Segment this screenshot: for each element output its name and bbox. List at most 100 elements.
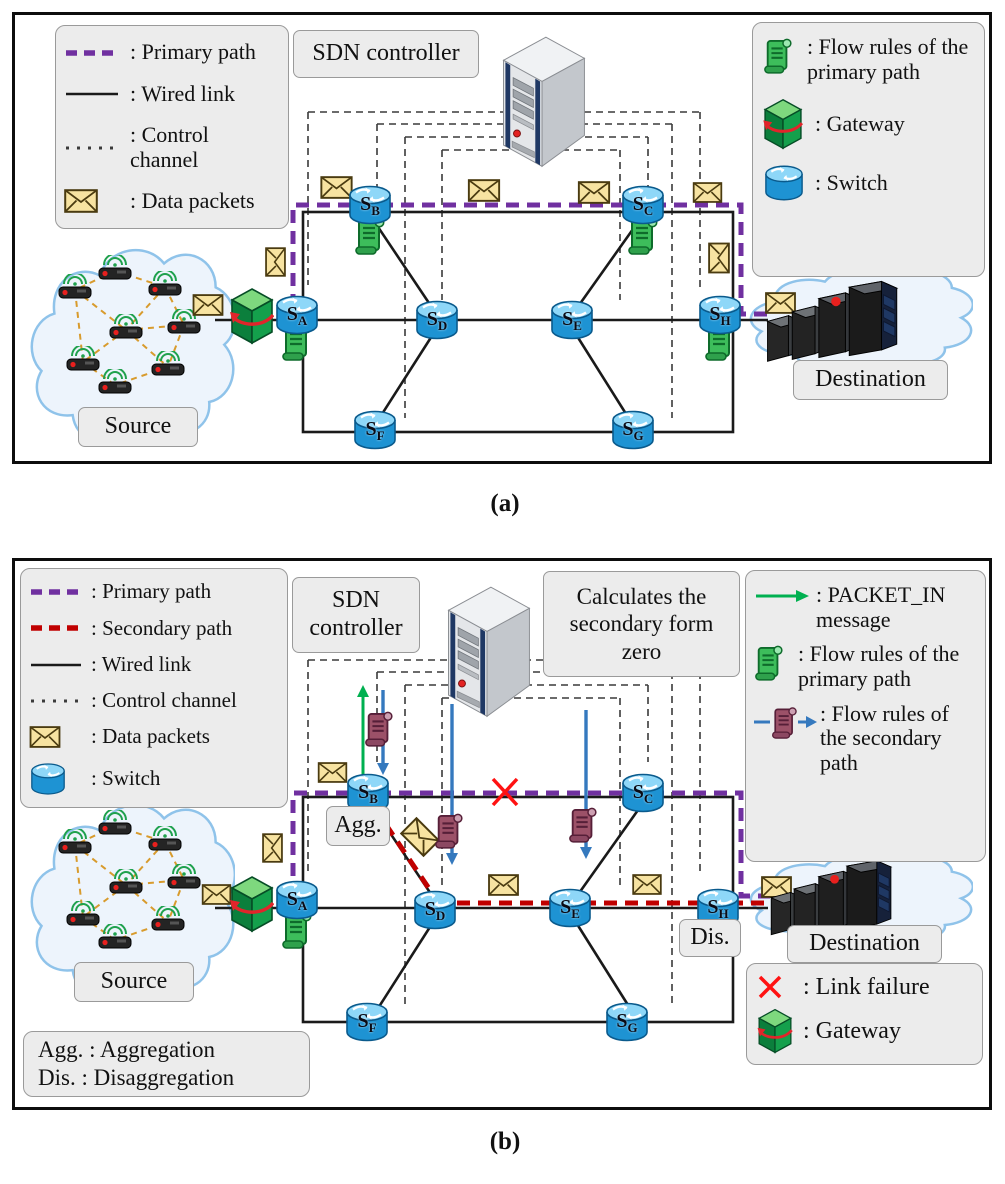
legend-label: : Wired link <box>91 651 192 676</box>
data-packet-icon <box>64 189 130 214</box>
switch-icon <box>29 762 91 796</box>
primary-path <box>290 202 770 317</box>
legend-item-wired-link: : Wired link <box>64 80 280 107</box>
switch-label-SB: SB <box>360 192 380 218</box>
legend-label: : Gateway <box>815 110 905 136</box>
primary-path-swatch <box>64 48 130 58</box>
switch-label-SC: SC <box>632 780 654 806</box>
legend-label: : Flow rules of the primary path <box>807 34 969 84</box>
legend-label: : Switch <box>815 169 888 195</box>
sdn-controller-label: SDN controller <box>293 30 479 78</box>
legend-label: : Flow rules of the primary path <box>798 641 960 691</box>
wired-link-swatch <box>64 89 130 99</box>
link-failure-x <box>491 777 519 807</box>
legend-item-secondary-path: : Secondary path <box>29 615 279 641</box>
legend-item-primary-flow-rules: : Flow rules of the primary path <box>763 34 974 84</box>
legend-label: : Gateway <box>803 1017 901 1044</box>
secondary-calculation-note: Calculates the secondary form zero <box>543 571 740 677</box>
legend-a-right: : Flow rules of the primary path : Gatew… <box>752 22 985 277</box>
control-channel-swatch <box>64 143 130 153</box>
panel-b-border <box>12 558 992 1110</box>
secondary-flow-rule-icon <box>754 702 820 742</box>
legend-label: : Primary path <box>130 39 256 65</box>
switch-icon <box>763 164 815 202</box>
annotation-text: Calculates the secondary form zero <box>569 583 714 664</box>
gateway-icon <box>757 1008 803 1055</box>
switch-label-SA: SA <box>286 887 308 913</box>
panel-a-border <box>12 12 992 464</box>
source-label: Source <box>74 962 194 1002</box>
panel-b-art <box>30 586 973 1042</box>
legend-label: : Control channel <box>130 122 209 172</box>
link-failure-icon <box>757 974 803 1000</box>
vehicle-mesh-links <box>74 270 185 386</box>
legend-item-wired-link: : Wired link <box>29 651 279 677</box>
legend-item-gateway: : Gateway <box>757 1008 972 1055</box>
legend-label: : Wired link <box>130 80 236 106</box>
switch-label-SG: SG <box>616 1009 638 1035</box>
aggregation-tag: Agg. <box>326 806 390 846</box>
legend-item-switch: : Switch <box>763 164 974 202</box>
switch-label-SF: SF <box>365 417 385 443</box>
sdn-controller-text-line2: controller <box>309 615 403 641</box>
sdn-controller-text: SDN controller <box>312 40 460 67</box>
secondary-path-swatch <box>29 623 91 633</box>
legend-item-primary-path: : Primary path <box>29 580 279 604</box>
legend-item-data-packets: : Data packets <box>64 188 280 214</box>
switch-label-SA: SA <box>286 302 308 328</box>
switch-label-SC: SC <box>632 192 654 218</box>
legend-label: : Control channel <box>91 688 237 713</box>
primary-path-swatch <box>29 587 91 597</box>
switch-label-SD: SD <box>424 897 446 923</box>
source-text: Source <box>100 968 168 995</box>
primary-flow-rule-icon <box>754 642 798 682</box>
packet-in-arrow <box>357 685 369 775</box>
legend-label: Dis. : Disaggregation <box>38 1065 235 1091</box>
switch-label-SH: SH <box>707 895 729 921</box>
switch-label-SE: SE <box>562 307 582 333</box>
data-packet-icon <box>29 726 91 748</box>
legend-label: : PACKET_IN message <box>816 582 946 632</box>
legend-b-abbreviations: Agg. : Aggregation Dis. : Disaggregation <box>23 1031 310 1097</box>
caption-b: (b) <box>489 1128 521 1155</box>
vehicle-mesh-links <box>74 825 185 941</box>
legend-item-data-packets: : Data packets <box>29 725 279 749</box>
source-text: Source <box>104 413 172 440</box>
abbrev-disaggregation: Dis. : Disaggregation <box>38 1065 295 1091</box>
legend-b-left: : Primary path : Secondary path : Wired … <box>20 568 288 808</box>
gateway-icon <box>763 98 815 151</box>
caption-a: (a) <box>490 490 520 517</box>
legend-item-packet-in: : PACKET_IN message <box>754 582 977 632</box>
sdn-controller-label: SDN controller <box>292 577 420 653</box>
legend-label: : Data packets <box>130 188 255 214</box>
switch-label-SE: SE <box>560 895 580 921</box>
legend-label: : Link failure <box>803 973 930 1000</box>
legend-label: : Flow rules of the secondary path <box>820 700 949 775</box>
destination-text: Destination <box>809 930 920 957</box>
panel-a-art <box>30 36 973 450</box>
legend-item-secondary-flow-rules: : Flow rules of the secondary path <box>754 700 977 776</box>
legend-item-switch: : Switch <box>29 762 279 796</box>
switch-label-SG: SG <box>622 417 644 443</box>
legend-b-failure: : Link failure : Gateway <box>746 963 983 1065</box>
switch-label-SH: SH <box>709 302 731 328</box>
legend-item-control-channel: : Control channel <box>64 122 280 172</box>
legend-item-primary-path: : Primary path <box>64 40 280 65</box>
legend-label: : Switch <box>91 765 161 790</box>
legend-label: : Data packets <box>91 724 210 749</box>
switch-label-SB: SB <box>358 780 378 806</box>
legend-label: : Secondary path <box>91 615 233 640</box>
wired-link-swatch <box>29 660 91 670</box>
legend-item-control-channel: : Control channel <box>29 689 279 713</box>
legend-item-gateway: : Gateway <box>763 98 974 151</box>
legend-a-left: : Primary path : Wired link : Control ch… <box>55 25 289 229</box>
switch-label-SF: SF <box>357 1009 377 1035</box>
legend-b-right: : PACKET_IN message : Flow rules of the … <box>745 570 986 862</box>
switch-label-SD: SD <box>426 307 448 333</box>
disaggregation-text: Dis. <box>690 924 730 951</box>
legend-item-link-failure: : Link failure <box>757 974 972 1001</box>
destination-label: Destination <box>787 925 942 963</box>
disaggregation-tag: Dis. <box>679 919 741 957</box>
